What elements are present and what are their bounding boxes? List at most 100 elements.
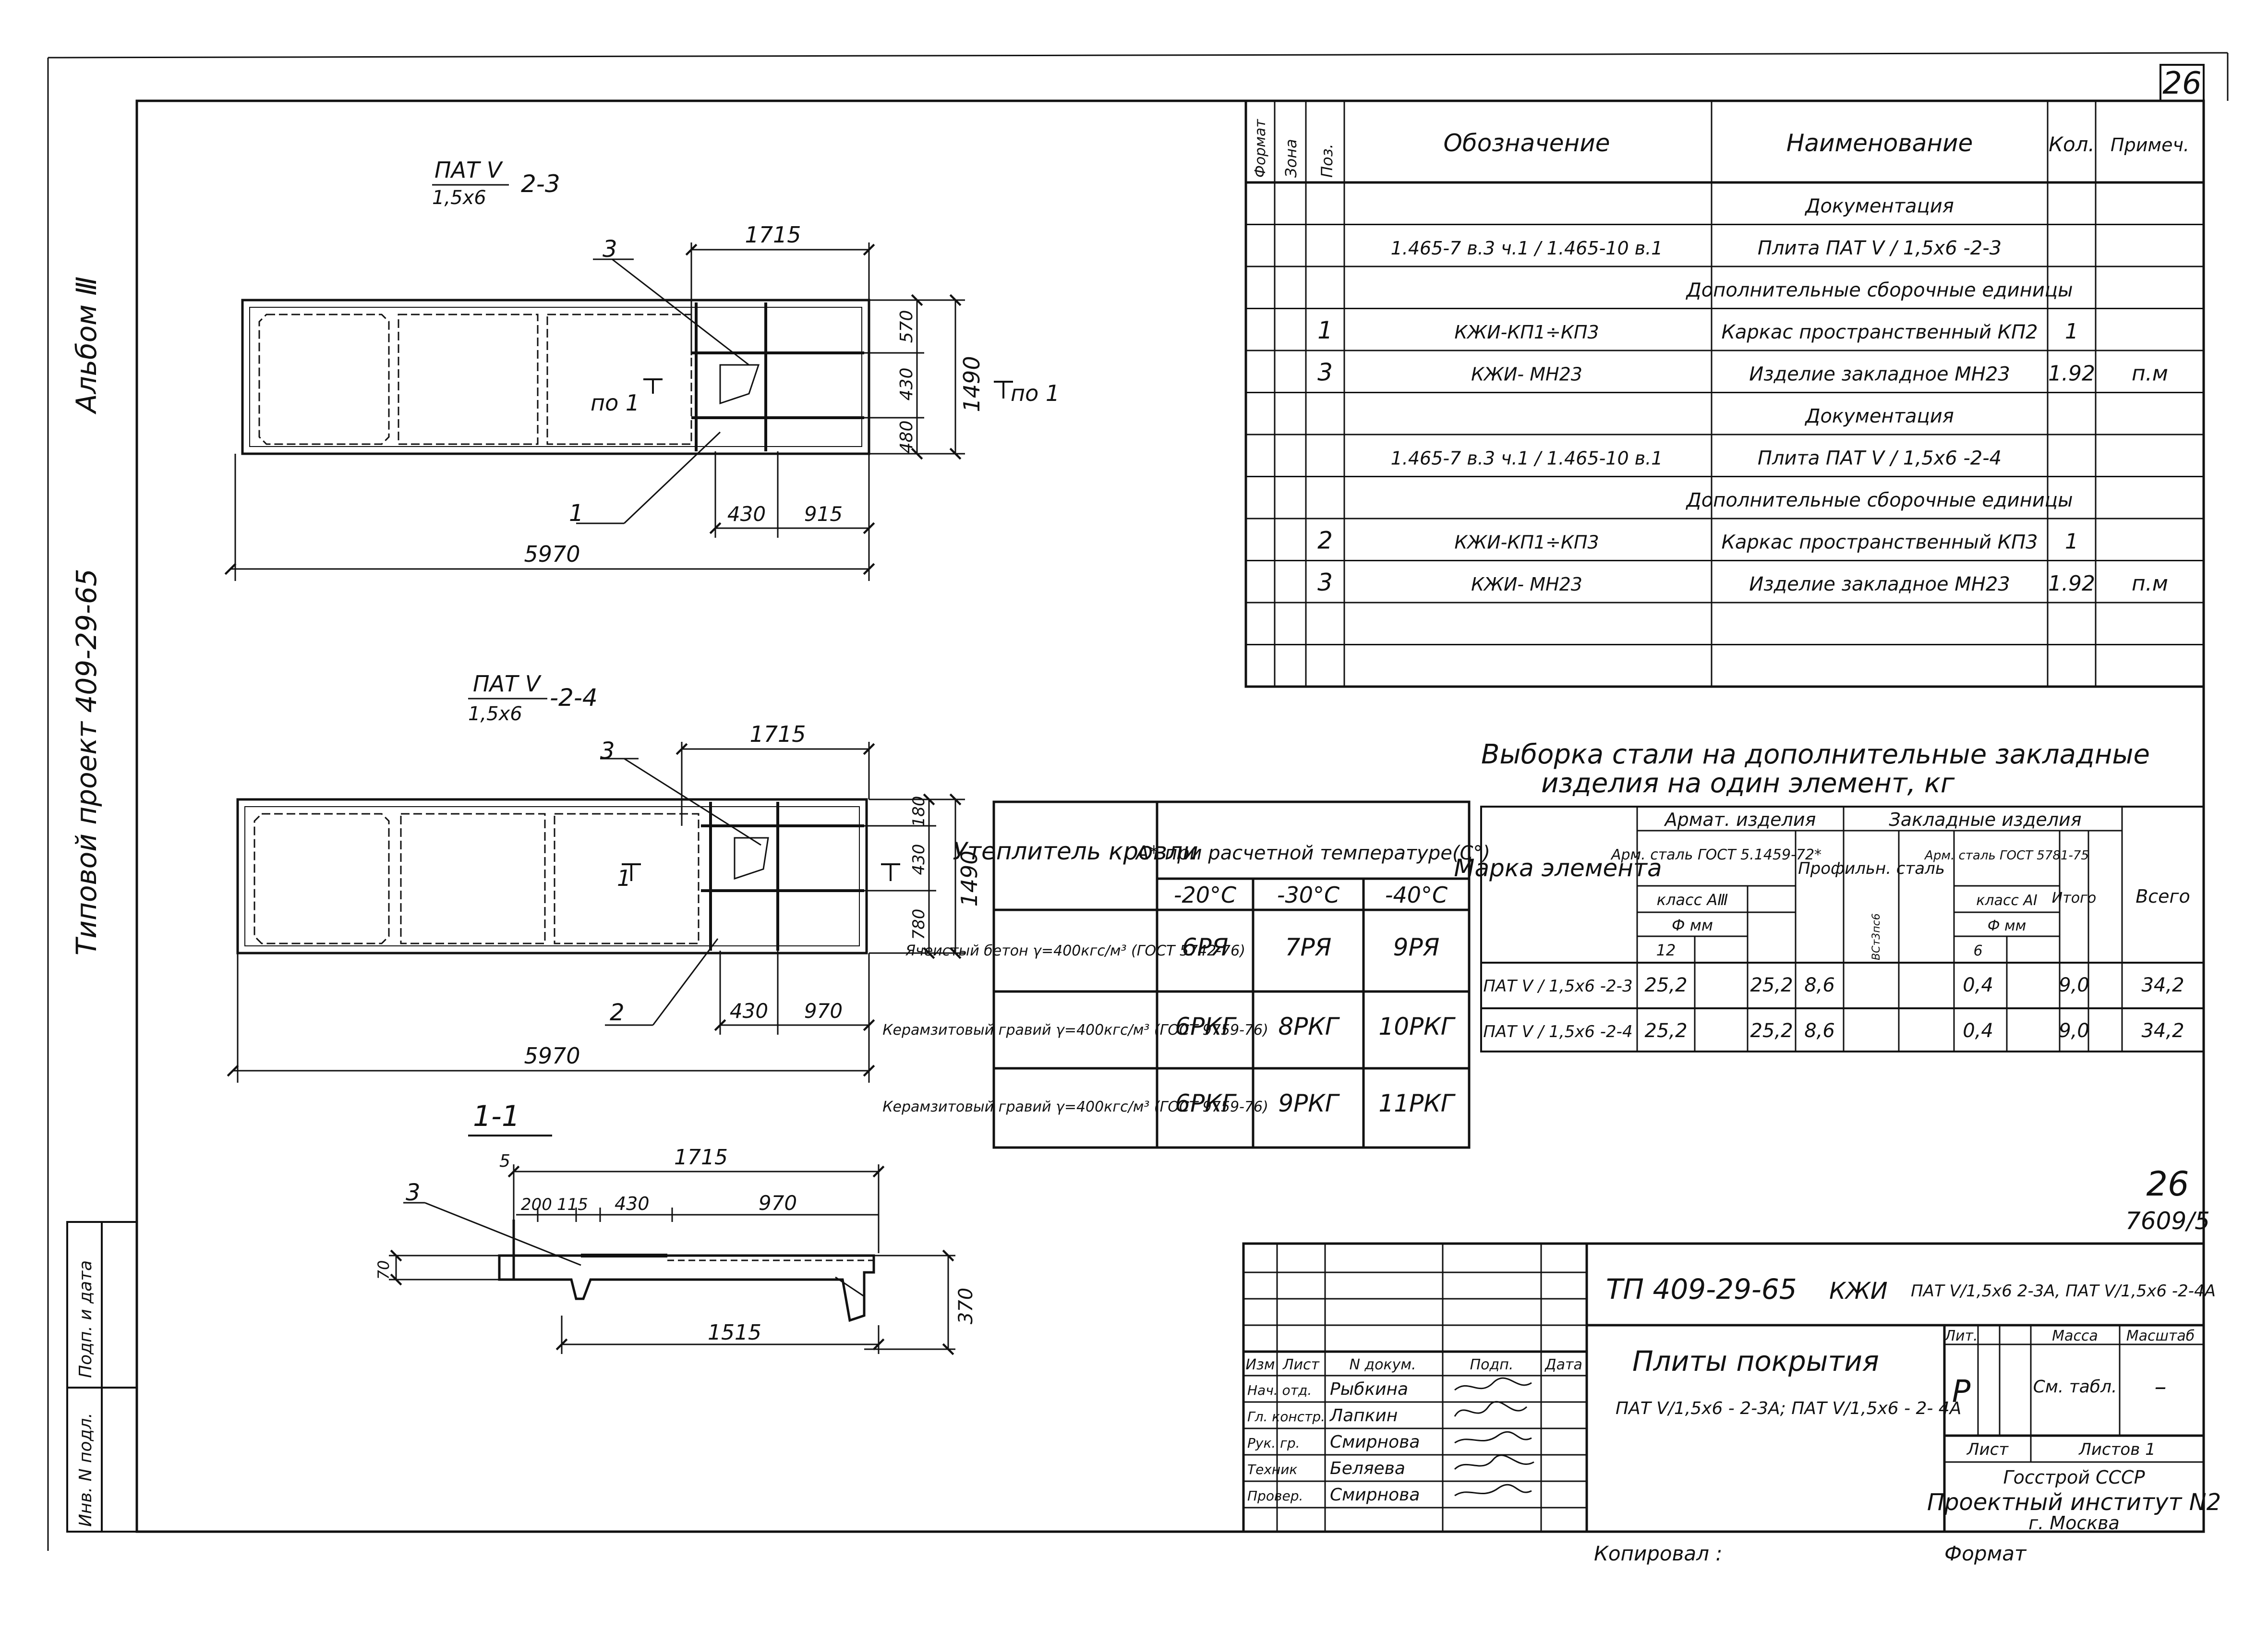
spec-h-zone: Зона	[1282, 139, 1300, 178]
plan1-dim-h1: 570	[897, 310, 917, 343]
steel-row-total: 34,2	[2141, 1020, 2184, 1042]
plan2-callout-3: 3	[600, 737, 615, 764]
sheet-corner-lines	[47, 52, 2229, 1551]
steel-h-dia2: Ф мм	[1988, 918, 2027, 934]
section-d115: 115	[557, 1195, 588, 1214]
plan1-dim-h2: 430	[897, 368, 917, 401]
stamp-person-name: Смирнова	[1330, 1485, 1420, 1505]
spec-row-name: Плита ПАТ Ⅴ / 1,5x6 -2-4	[1758, 447, 2002, 470]
stamp-org2: Проектный институт N2	[1927, 1489, 2221, 1516]
stamp-person-role: Рук. гр.	[1247, 1435, 1300, 1451]
steel-h-emb: Закладные изделия	[1889, 809, 2081, 830]
spec-row-qty: 1	[2065, 319, 2078, 344]
stamp-person-name: Беляева	[1330, 1459, 1405, 1478]
stamp-lit-h: Лит.	[1944, 1328, 1978, 1344]
steel-row-total: 34,2	[2141, 974, 2184, 996]
plan2-suffix: -2-4	[550, 684, 598, 712]
stamp-person-name: Смирнова	[1330, 1432, 1420, 1452]
spec-row-note: п.м	[2132, 362, 2168, 386]
spec-row-note: п.м	[2132, 571, 2168, 596]
spec-row-pos: 2	[1317, 527, 1333, 555]
ins-row-value: 8РКГ	[1278, 1013, 1340, 1040]
stamp-col-header: Подп.	[1470, 1356, 1514, 1373]
specification-table: Формат Зона Поз. Обозначение Наименовани…	[1244, 99, 2205, 688]
ins-row-value: 7РЯ	[1285, 933, 1332, 961]
plan1-mark-bottom: 1,5x6	[432, 187, 486, 209]
stamp-lit-v: Р	[1952, 1374, 1971, 1410]
spec-row-name: Документация	[1804, 405, 1954, 427]
plan2-section-mark: 1	[617, 865, 631, 891]
spec-row-pos: 3	[1317, 359, 1333, 387]
steel-h-total: Всего	[2135, 886, 2190, 907]
steel-h-itogo: Итого	[2052, 890, 2096, 907]
spec-h-note: Примеч.	[2111, 134, 2189, 156]
side-project: Типовой проект 409-29-65	[70, 568, 103, 955]
section-d5: 5	[499, 1151, 510, 1171]
ins-row-name: Ячеистый бетон γ=400кгс/м³ (ГОСТ 5742-76…	[905, 943, 1245, 959]
stamp-code-b: КЖИ	[1829, 1278, 1888, 1305]
plan2-dim-b: 970	[804, 999, 843, 1023]
steel-row-sum: 25,2	[1750, 1020, 1793, 1042]
strip-inv: Инв. N подл.	[76, 1413, 96, 1527]
stamp-order: 7609/5	[2125, 1207, 2210, 1235]
side-album: Альбом Ⅲ	[70, 277, 103, 415]
section-d370: 370	[955, 1288, 977, 1324]
spec-row-designation: КЖИ-КП1÷КП3	[1454, 322, 1599, 343]
steel-h-mark: Марка элемента	[1454, 854, 1662, 882]
plan2-mark-bottom: 1,5x6	[468, 703, 522, 725]
steel-h-dia: Ф мм	[1672, 916, 1713, 934]
spec-row-pos: 1	[1317, 316, 1333, 344]
stamp: 26 7609/5	[1242, 1164, 2221, 1565]
ins-row-value: 9РКГ	[1278, 1089, 1340, 1117]
plan2-dim-top: 1715	[749, 721, 806, 747]
steel-h-class: класс АⅢ	[1657, 891, 1728, 909]
ins-row-value: 11РКГ	[1378, 1089, 1456, 1117]
plan1-dim-b: 915	[804, 502, 843, 526]
stamp-sheets-h: Листов 1	[2078, 1440, 2155, 1459]
ins-head: А* при расчетной температуре(С°)	[1134, 842, 1490, 864]
stamp-title: Плиты покрытия	[1632, 1345, 1879, 1378]
section-dim-top: 1715	[674, 1145, 728, 1170]
steel-row-c12: 25,2	[1644, 1020, 1687, 1042]
stamp-mass-v: См. табл.	[2033, 1377, 2117, 1397]
steel-h-d12: 12	[1656, 941, 1676, 959]
stamp-scale-v: –	[2155, 1373, 2167, 1401]
spec-row-name: Дополнительные сборочные единицы	[1685, 279, 2073, 302]
spec-row-designation: КЖИ- МН23	[1471, 574, 1582, 595]
spec-row-name: Плита ПАТ Ⅴ / 1,5x6 -2-3	[1758, 237, 2002, 259]
steel-row-prof: 8,6	[1804, 974, 1835, 996]
steel-sample: Выборка стали на дополнительные закладны…	[1454, 739, 2205, 1052]
section-d200: 200	[521, 1195, 552, 1214]
steel-row-prof: 8,6	[1804, 1020, 1835, 1042]
spec-row-designation: 1.465-7 в.3 ч.1 / 1.465-10 в.1	[1391, 448, 1663, 469]
plan2-callout-2: 2	[610, 999, 625, 1026]
stamp-title-marks: ПАТ Ⅴ/1,5x6 - 2-3А; ПАТ Ⅴ/1,5x6 - 2- 4А	[1616, 1399, 1961, 1418]
stamp-person-role: Нач. отд.	[1247, 1382, 1312, 1398]
steel-row-itogo: 9,0	[2059, 974, 2089, 996]
steel-row-mark: ПАТ Ⅴ / 1,5x6 -2-4	[1483, 1022, 1632, 1041]
stamp-person-role: Гл. констр.	[1247, 1409, 1325, 1425]
spec-h-format: Формат	[1252, 119, 1269, 178]
plan1-dim-top: 1715	[745, 222, 801, 248]
stamp-col-header: Лист	[1282, 1356, 1320, 1373]
steel-h-class2: класс АⅠ	[1976, 892, 2038, 909]
ins-row-value: 6РКГ	[1175, 1013, 1237, 1040]
strip-sign-date: Подп. и дата	[76, 1260, 96, 1378]
plan1-dim-h3: 480	[897, 421, 917, 454]
ins-row-value: 6РКГ	[1175, 1089, 1237, 1117]
plan1-section-left: по 1	[591, 390, 639, 416]
spec-row-designation: КЖИ-КП1÷КП3	[1454, 532, 1599, 553]
stamp-person-name: Лапкин	[1329, 1406, 1398, 1426]
spec-row-designation: КЖИ- МН23	[1471, 364, 1582, 385]
stamp-mass-h: Масса	[2052, 1328, 2098, 1344]
spec-row-name: Изделие закладное МН23	[1749, 363, 2010, 386]
plan2-dim-a: 430	[730, 999, 768, 1023]
steel-row-itogo: 9,0	[2059, 1020, 2089, 1042]
plan-2-4: ПАТ Ⅴ 1,5x6 -2-4	[227, 671, 982, 1083]
steel-title2: изделия на один элемент, кг	[1541, 768, 1955, 799]
steel-h-profile-small: ВСт3пс6	[1870, 913, 1882, 960]
plan2-dim-h1: 180	[909, 796, 929, 827]
steel-row-c6: 0,4	[1963, 974, 1993, 996]
steel-row-mark: ПАТ Ⅴ / 1,5x6 -2-3	[1483, 977, 1632, 996]
stamp-scale-h: Масштаб	[2126, 1328, 2195, 1344]
